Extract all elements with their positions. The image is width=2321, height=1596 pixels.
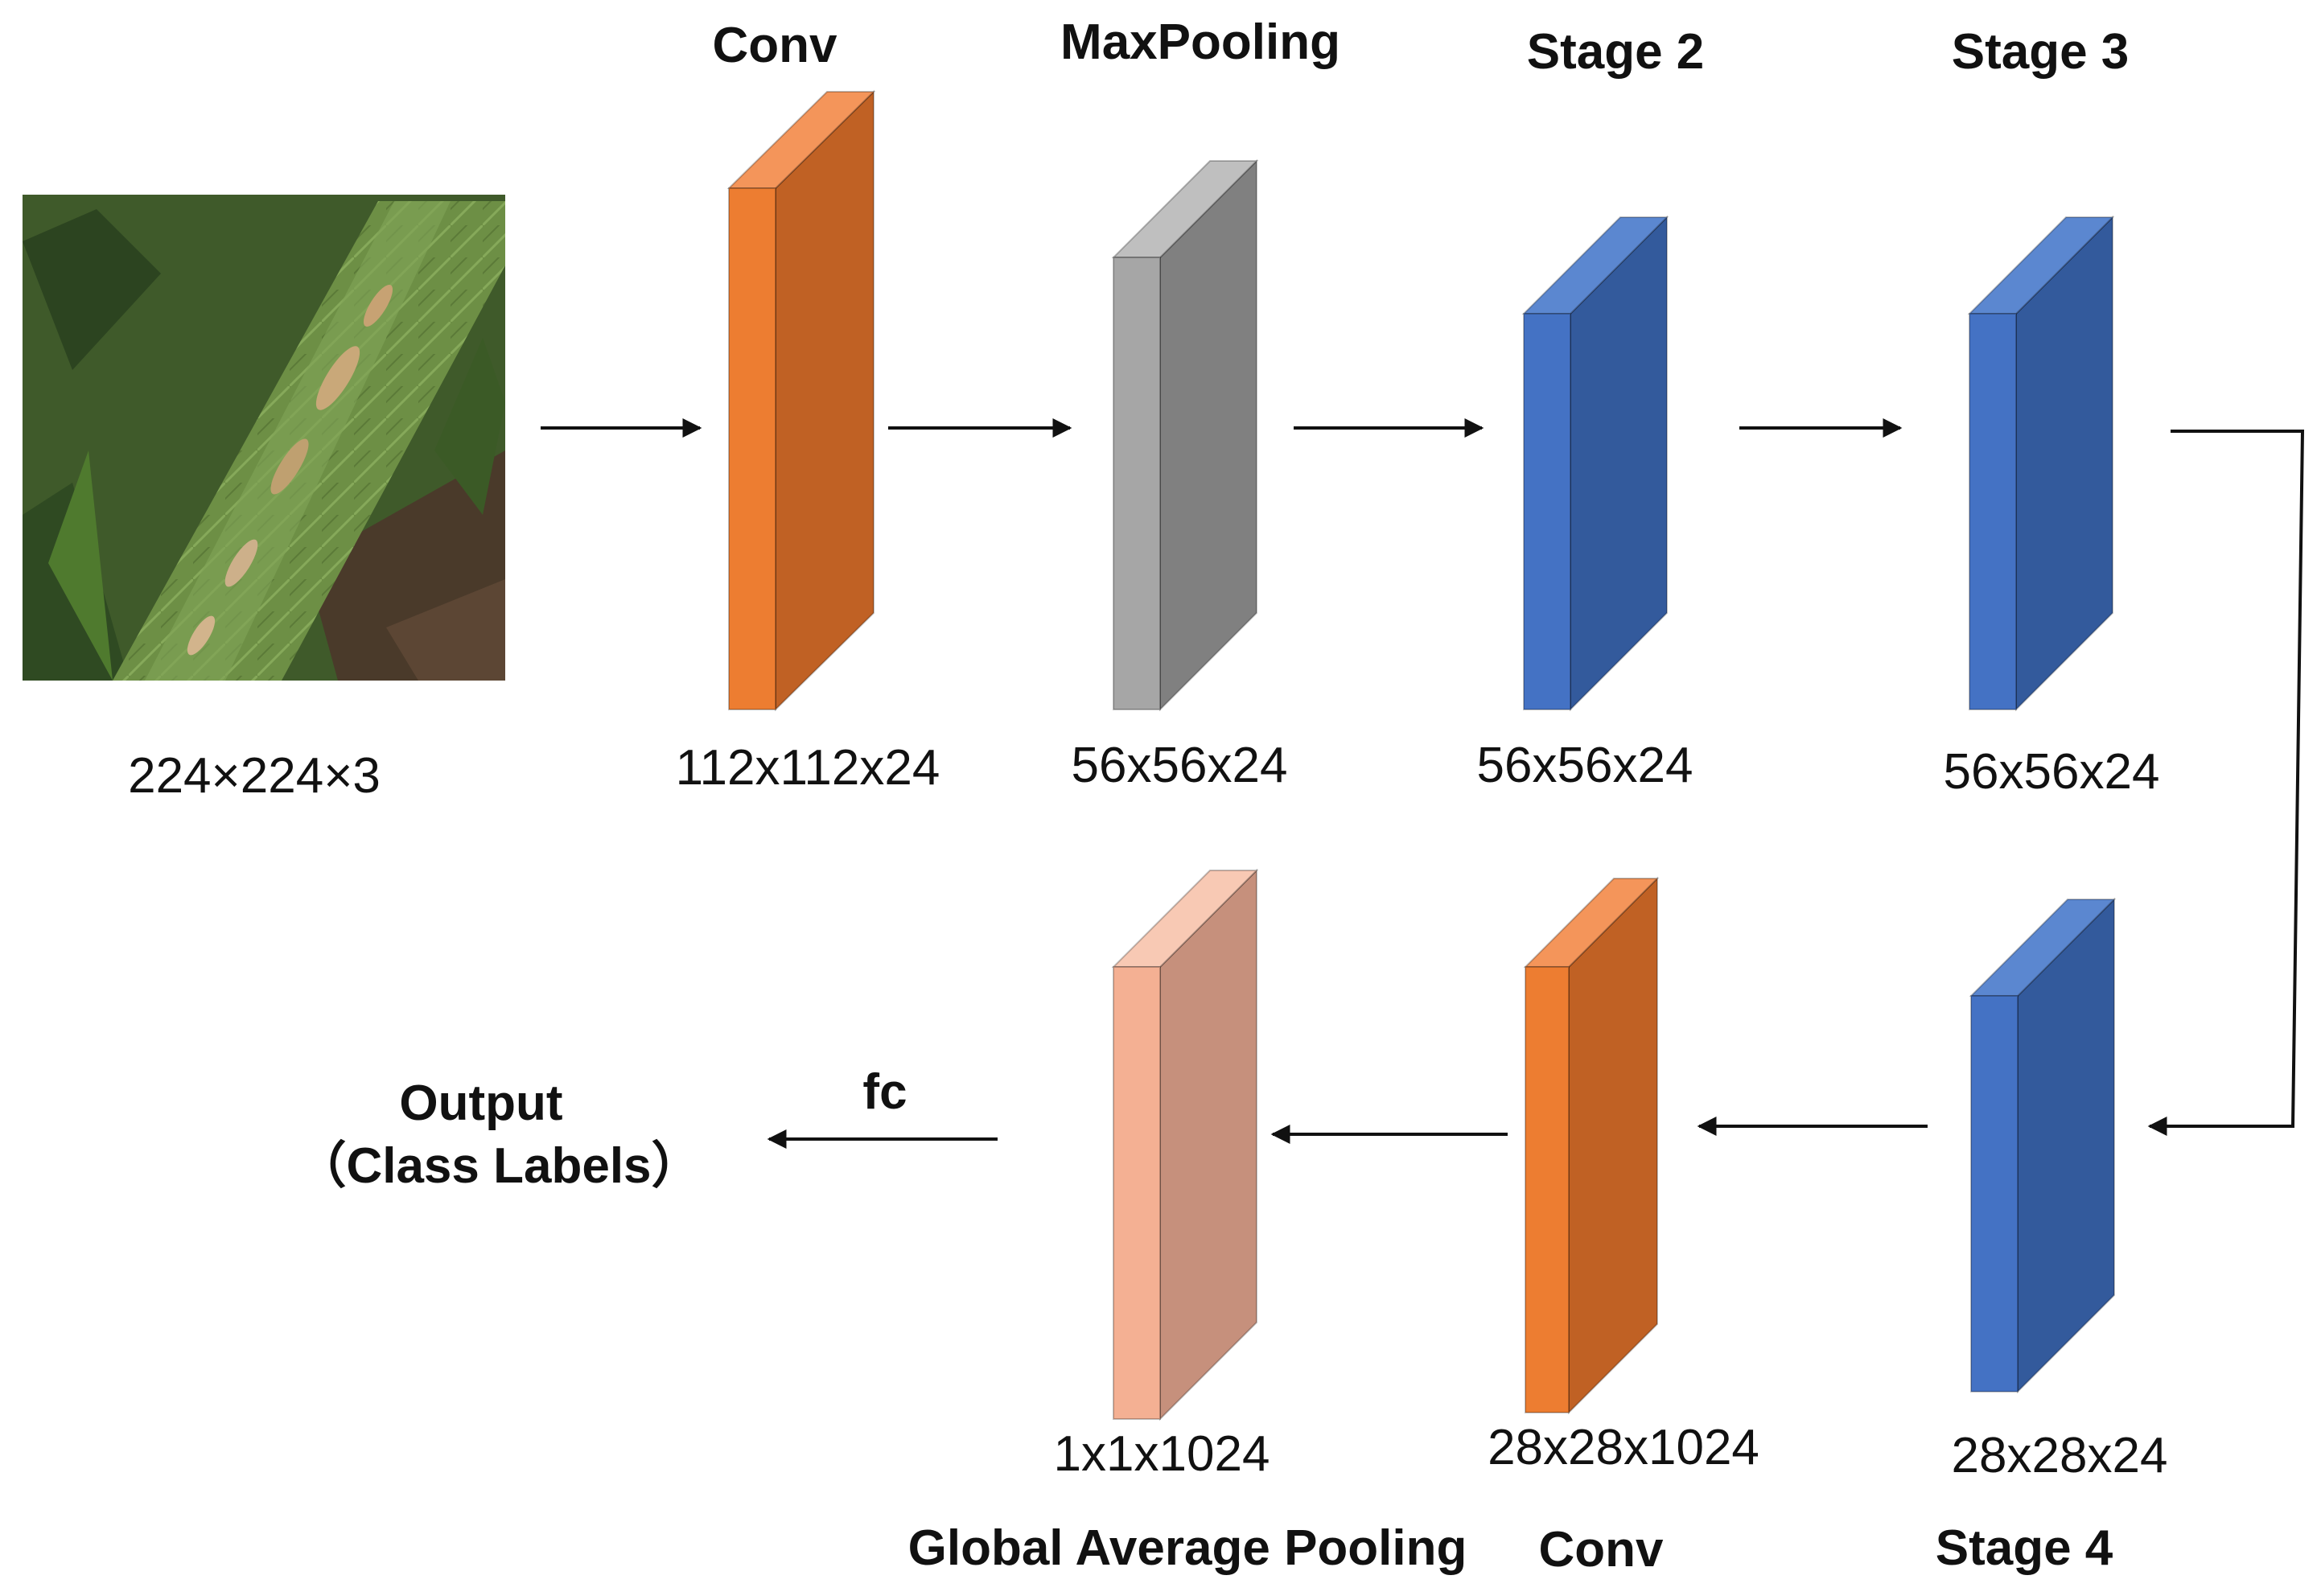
stage4-dims: 28x28x24 [1952, 1428, 2168, 1483]
maxpool-dims: 56x56x24 [1072, 738, 1288, 793]
conv1-front-face [728, 187, 776, 710]
stage3-title: Stage 3 [1952, 24, 2130, 80]
output-label: Output [399, 1076, 562, 1131]
conv5-title: Conv [1539, 1522, 1665, 1577]
block-stage3 [1967, 215, 2115, 712]
stage4-front-face [1970, 995, 2019, 1392]
block-maxpool [1111, 158, 1259, 712]
fc-label: fc [862, 1064, 907, 1120]
stage3-front-face [1969, 313, 2017, 710]
input-dims-label: 224×224×3 [128, 748, 381, 804]
block-stage2 [1521, 215, 1669, 712]
stage2-front-face [1523, 313, 1571, 710]
block-stage4 [1969, 897, 2117, 1394]
block-conv1 [726, 89, 876, 712]
conv1-side-face [775, 89, 874, 712]
stage4-title: Stage 4 [1936, 1520, 2113, 1576]
maxpool-front-face [1113, 257, 1161, 710]
conv5-dims: 28x28x1024 [1488, 1420, 1759, 1475]
block-conv5 [1523, 876, 1660, 1415]
flow-arrows [541, 418, 2305, 1149]
input-leaf-image [23, 195, 505, 681]
conv5-side-face [1568, 876, 1658, 1415]
conv1-dims: 112x112x24 [676, 740, 940, 796]
stage2-title: Stage 2 [1527, 24, 1705, 80]
globalpool-front-face [1113, 966, 1161, 1420]
block-global-average-pooling [1111, 868, 1259, 1421]
arrow-stage3-to-stage4 [2147, 430, 2305, 1136]
globalpool-dims: 1x1x1024 [1054, 1426, 1270, 1482]
maxpool-title: MaxPooling [1060, 14, 1340, 70]
stage2-dims: 56x56x24 [1477, 738, 1693, 793]
output-class-labels: （Class Labels） [296, 1137, 701, 1194]
globalpool-title: Global Average Pooling [908, 1520, 1467, 1576]
conv1-title: Conv [713, 18, 838, 73]
stage3-dims: 56x56x24 [1944, 744, 2160, 800]
conv5-front-face [1525, 966, 1570, 1413]
